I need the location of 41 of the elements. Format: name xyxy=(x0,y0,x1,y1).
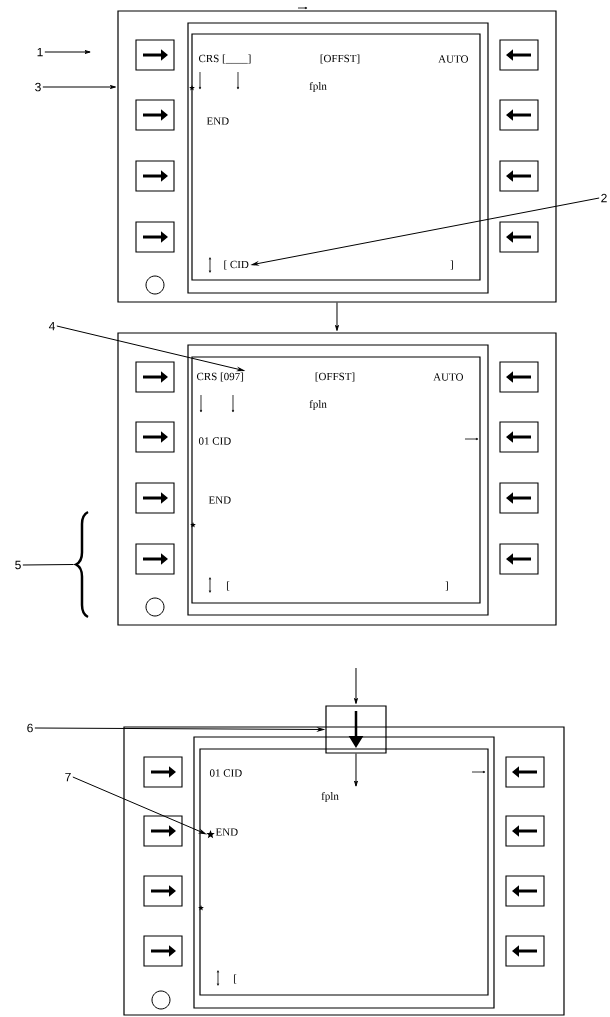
arrow xyxy=(354,667,358,705)
screen-text: fpln xyxy=(309,399,327,411)
arrow xyxy=(72,776,206,835)
arrow xyxy=(354,753,358,787)
indicator-box xyxy=(325,705,387,754)
control-panel xyxy=(117,10,557,303)
screen-text: AUTO xyxy=(433,373,464,381)
screen-text: CRS [____] xyxy=(198,54,251,64)
callout-number: 3 xyxy=(35,82,41,92)
callout-number: 5 xyxy=(15,560,21,570)
screen-text: ] xyxy=(450,260,453,270)
callout-number: 2 xyxy=(601,193,607,203)
screen-text: 01 CID xyxy=(198,437,231,445)
screen-text: [OFFST] xyxy=(320,54,360,64)
star-mark xyxy=(206,830,215,839)
arrow xyxy=(251,197,600,266)
screen-text: AUTO xyxy=(438,55,469,63)
callout-number: 6 xyxy=(27,723,33,733)
screen-text: [ CID xyxy=(224,260,249,270)
screen-text: [OFFST] xyxy=(315,372,355,382)
callout-number: 7 xyxy=(65,772,71,782)
callout-number: 1 xyxy=(37,47,43,57)
screen-text: fpln xyxy=(321,791,339,803)
arrow xyxy=(44,50,91,54)
control-panel xyxy=(123,726,565,1016)
screen-text: [ xyxy=(234,974,237,984)
callout-number: 4 xyxy=(48,321,55,331)
arrow xyxy=(34,727,325,732)
brace xyxy=(74,511,89,619)
screen-text: END xyxy=(206,117,229,125)
arrow xyxy=(42,85,117,89)
screen-text: 01 CID xyxy=(209,769,242,777)
screen-text: END xyxy=(215,828,238,836)
screen-text: [ xyxy=(227,581,230,591)
arrow xyxy=(335,302,339,332)
screen-text: CRS [097] xyxy=(196,372,244,382)
control-panel xyxy=(117,332,557,626)
screen-text: fpln xyxy=(309,81,327,93)
screen-text: ] xyxy=(445,581,448,591)
screen-text: END xyxy=(208,496,231,504)
arrow xyxy=(56,325,245,372)
